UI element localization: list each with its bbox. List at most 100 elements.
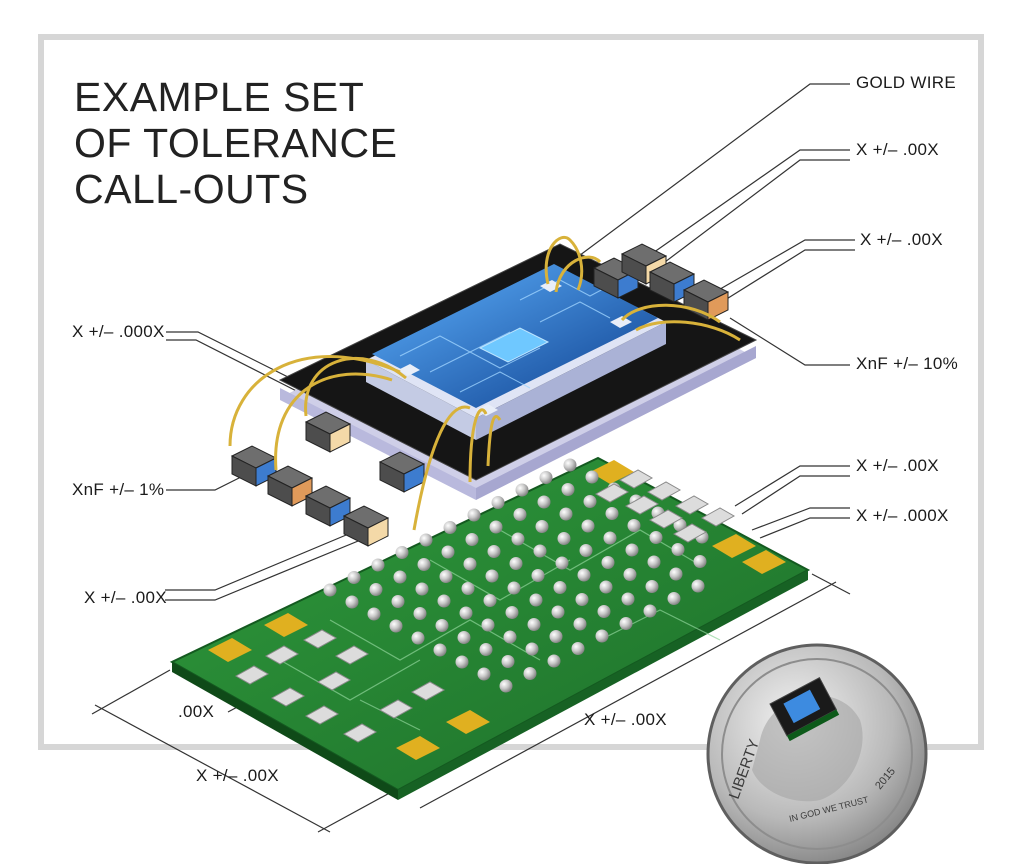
solder-ball <box>465 533 479 546</box>
callout-tolerance-left-top: X +/– .000X <box>72 322 165 341</box>
solder-ball <box>491 496 505 509</box>
solder-ball <box>691 579 705 593</box>
callout-tolerance-left: X +/– .00X <box>84 588 167 607</box>
solder-ball <box>455 655 469 669</box>
solder-ball <box>393 570 407 584</box>
solder-ball <box>693 555 707 568</box>
solder-ball <box>551 605 565 619</box>
callout-tolerance-a: X +/– .00X <box>856 140 939 159</box>
solder-ball <box>513 508 527 521</box>
solder-ball <box>575 593 589 606</box>
solder-ball <box>559 507 573 521</box>
solder-ball <box>371 558 385 572</box>
solder-ball <box>509 557 523 570</box>
solder-ball <box>573 617 587 631</box>
solder-ball <box>483 594 497 607</box>
solder-ball <box>555 556 569 570</box>
solder-ball <box>437 594 451 608</box>
dimension-thickness: .00X <box>178 702 215 721</box>
solder-ball <box>595 629 609 643</box>
solder-ball <box>535 520 549 533</box>
title-line-1: EXAMPLE SET <box>74 74 365 120</box>
solder-ball <box>463 557 477 571</box>
solder-ball <box>627 519 641 532</box>
gray-frame <box>38 34 984 750</box>
solder-ball <box>585 470 599 484</box>
solder-ball <box>461 582 475 595</box>
page-title: EXAMPLE SET OF TOLERANCE CALL-OUTS <box>74 74 397 212</box>
solder-ball <box>539 471 553 484</box>
solder-ball <box>619 617 633 630</box>
callout-capacitance-1: XnF +/– 1% <box>72 480 165 499</box>
solder-ball <box>553 581 567 594</box>
solder-ball <box>395 546 409 559</box>
solder-ball <box>501 655 515 668</box>
solder-ball <box>485 569 499 583</box>
solder-ball <box>599 580 613 594</box>
solder-ball <box>487 545 501 558</box>
solder-ball <box>579 544 593 557</box>
solder-ball <box>571 642 585 655</box>
solder-ball <box>561 483 575 496</box>
title-line-3: CALL-OUTS <box>74 166 309 212</box>
solder-ball <box>477 667 491 681</box>
solder-ball <box>643 604 657 618</box>
solder-ball <box>623 568 637 581</box>
solder-ball <box>547 654 561 668</box>
solder-ball <box>557 532 571 545</box>
solder-ball <box>645 580 659 593</box>
leader-lines <box>91 83 855 833</box>
solder-ball <box>459 606 473 620</box>
solder-ball <box>577 568 591 582</box>
solder-ball <box>525 642 539 656</box>
solder-ball <box>667 592 681 605</box>
callout-tolerance-right-fine: X +/– .000X <box>856 506 949 525</box>
solder-ball <box>389 619 403 633</box>
solder-ball <box>481 618 495 632</box>
dimension-length: X +/– .00X <box>584 710 667 729</box>
solder-ball <box>549 630 563 643</box>
solder-ball <box>563 458 577 472</box>
solder-ball <box>507 581 521 595</box>
solder-ball <box>369 583 383 596</box>
solder-ball <box>597 605 611 618</box>
callout-tolerance-right: X +/– .00X <box>856 456 939 475</box>
solder-ball <box>625 543 639 557</box>
dimension-width: X +/– .00X <box>196 766 279 785</box>
solder-ball <box>649 531 663 544</box>
solder-ball <box>523 667 537 680</box>
solder-ball <box>441 545 455 559</box>
solder-ball <box>671 543 685 556</box>
solder-ball <box>467 508 481 522</box>
title-line-2: OF TOLERANCE <box>74 120 398 166</box>
gold-wires <box>228 236 741 531</box>
solder-ball <box>505 606 519 619</box>
solder-ball <box>511 532 525 546</box>
dime-coin: LIBERTY IN GOD WE TRUST 2015 <box>706 643 928 864</box>
solder-ball <box>435 619 449 632</box>
solder-ball <box>433 643 447 657</box>
solder-ball <box>531 569 545 582</box>
solder-ball <box>413 607 427 620</box>
solder-ball <box>581 519 595 533</box>
solder-ball <box>503 630 517 644</box>
solder-ball <box>583 495 597 508</box>
solder-ball <box>345 595 359 609</box>
pcb <box>169 456 811 800</box>
solder-ball <box>647 555 661 569</box>
solder-ball <box>489 520 503 534</box>
solder-ball <box>457 631 471 644</box>
solder-ball <box>537 495 551 509</box>
solder-ball <box>391 595 405 608</box>
solder-ball <box>621 592 635 606</box>
solder-ball <box>533 544 547 558</box>
solder-ball <box>411 631 425 645</box>
solder-ball <box>479 643 493 656</box>
solder-ball <box>417 558 431 571</box>
solder-ball <box>439 570 453 583</box>
solder-ball <box>499 679 513 693</box>
solder-ball <box>601 556 615 569</box>
solder-ball <box>673 518 687 532</box>
solder-ball <box>347 571 361 584</box>
